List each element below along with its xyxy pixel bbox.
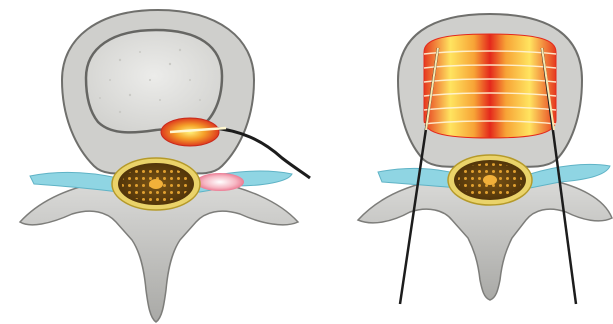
- right-vertebra: [358, 14, 612, 304]
- left-herniation-glow: [196, 173, 244, 191]
- left-probe-tip: [161, 118, 219, 146]
- left-disc-nucleus: [86, 30, 222, 132]
- left-cord-center: [149, 179, 163, 189]
- right-cord-center: [483, 175, 497, 185]
- left-vertebra: [20, 10, 310, 322]
